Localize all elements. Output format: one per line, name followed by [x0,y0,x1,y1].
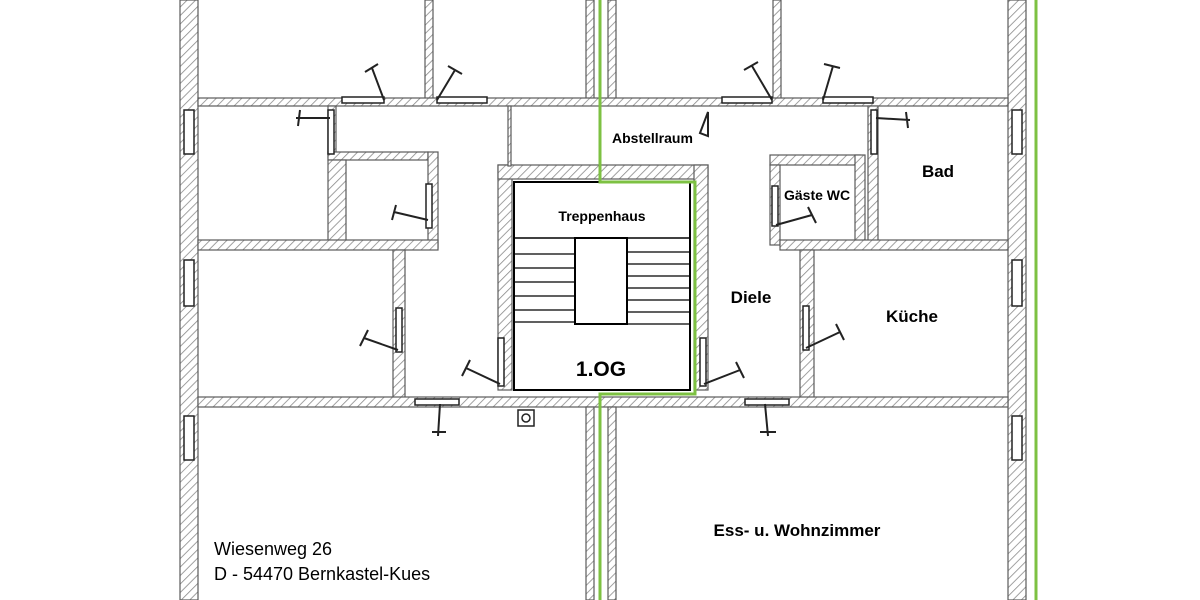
wall-storage-divider [507,105,512,167]
door-frame-3 [721,96,773,104]
door-frame-4 [822,96,874,104]
door-frame-13 [771,185,779,227]
room-label-living-dining: Ess- u. Wohnzimmer [714,521,881,540]
window-right-1 [1011,109,1023,155]
wall-horizontal-top [197,97,1009,107]
wall-bottom-divider-2 [607,406,617,600]
wall-left-box-top [327,151,429,161]
door-frame-2 [436,96,488,104]
door-frame-1 [341,96,385,104]
window-left-3 [183,415,195,461]
stair-steps-right [627,251,690,325]
wall-wc-box-top [769,154,861,166]
wall-top-divider-2 [585,0,595,101]
door-frame-14 [870,109,878,155]
wall-top-divider-3 [607,0,617,101]
wall-horizontal-bottom [197,396,1009,408]
window-left-1 [183,109,195,155]
door-frame-5 [327,109,335,155]
door-frame-8 [497,337,505,387]
stair-core [574,237,628,325]
wall-stair-top [497,164,709,180]
wall-wc-box-right [854,154,866,246]
room-label-storage: Abstellraum [612,130,693,146]
wall-left-mid-horiz [197,239,439,251]
wall-top-divider-1 [424,0,434,101]
wall-right-mid-horiz [779,239,1009,251]
walls [179,0,1027,600]
address-city: D - 54470 Bernkastel-Kues [214,564,430,584]
meter-symbol [517,409,535,427]
doors [327,96,878,406]
wall-top-divider-4 [772,0,782,101]
room-label-hallway: Diele [731,288,772,307]
door-frame-12 [802,305,810,351]
door-frame-9 [414,398,460,406]
window-left-2 [183,259,195,307]
window-right-3 [1011,415,1023,461]
door-frame-11 [699,337,707,387]
floor-label: 1.OG [576,358,626,381]
window-right-2 [1011,259,1023,307]
room-label-guest-wc: Gäste WC [784,187,850,203]
address-street: Wiesenweg 26 [214,539,332,559]
door-swings [296,61,911,437]
windows [183,109,1023,461]
door-frame-6 [425,183,433,229]
door-frame-10 [744,398,790,406]
wall-left-box-left [327,159,347,249]
wall-bottom-divider-1 [585,406,595,600]
room-label-kitchen: Küche [886,307,938,326]
stair-steps-left [514,253,575,323]
room-label-staircase: Treppenhaus [558,208,645,224]
apartment-boundary [598,0,697,600]
door-frame-7 [395,307,403,353]
room-label-bathroom: Bad [922,162,954,181]
